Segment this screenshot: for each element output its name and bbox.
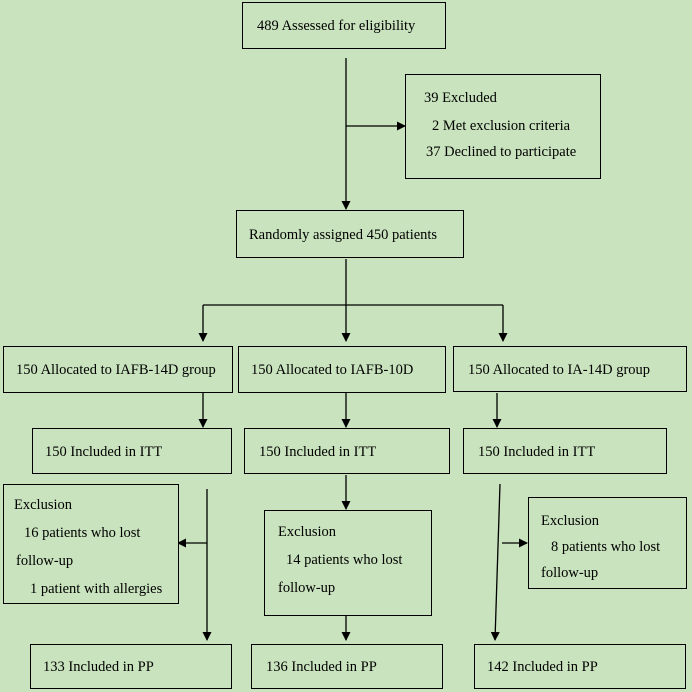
group-1-itt-text: 150 Included in ITT bbox=[45, 444, 163, 460]
group-1-itt-box: 150 Included in ITT bbox=[32, 428, 232, 474]
arrow-group-3-to-pp bbox=[490, 483, 501, 641]
assessed-text: 489 Assessed for eligibility bbox=[257, 18, 416, 34]
assessed-box: 489 Assessed for eligibility bbox=[242, 2, 446, 49]
group-2-pp-box: 136 Included in PP bbox=[251, 644, 443, 689]
group-1-exclusion-line-3: 1 patient with allergies bbox=[30, 581, 163, 597]
excluded-reason-1: 2 Met exclusion criteria bbox=[432, 118, 571, 134]
group-2-itt-box: 150 Included in ITT bbox=[244, 428, 450, 474]
group-1-allocated-box: 150 Allocated to IAFB-14D group bbox=[3, 346, 233, 393]
group-3-exclusion-box: Exclusion 8 patients who lost follow-up bbox=[528, 497, 687, 589]
group-1-exclusion-box: Exclusion 16 patients who lost follow-up… bbox=[3, 484, 179, 604]
group-2-exclusion-line-1: 14 patients who lost bbox=[286, 552, 403, 568]
group-3-pp-text: 142 Included in PP bbox=[487, 659, 598, 675]
group-2-exclusion-box: Exclusion 14 patients who lost follow-up bbox=[264, 510, 432, 616]
group-3-allocated-box: 150 Allocated to IA-14D group bbox=[453, 346, 687, 392]
excluded-reason-2: 37 Declined to participate bbox=[426, 144, 577, 160]
group-3-exclusion-line-2: follow-up bbox=[541, 565, 599, 581]
group-1-exclusion-line-2: follow-up bbox=[16, 553, 74, 569]
group-3-itt-text: 150 Included in ITT bbox=[478, 444, 596, 460]
group-2-exclusion-title: Exclusion bbox=[278, 524, 336, 540]
group-1-exclusion-title: Exclusion bbox=[14, 497, 72, 513]
group-1-pp-box: 133 Included in PP bbox=[30, 644, 232, 689]
group-2-pp-text: 136 Included in PP bbox=[266, 659, 377, 675]
group-3-exclusion-title: Exclusion bbox=[541, 513, 599, 529]
group-2-exclusion-line-2: follow-up bbox=[278, 580, 336, 596]
group-3-exclusion-line-1: 8 patients who lost bbox=[551, 539, 661, 555]
randomized-box: Randomly assigned 450 patients bbox=[236, 210, 464, 258]
group-3-allocated-text: 150 Allocated to IA-14D group bbox=[468, 362, 651, 378]
group-1-exclusion-line-1: 16 patients who lost bbox=[24, 525, 141, 541]
excluded-box: 39 Excluded 2 Met exclusion criteria 37 … bbox=[405, 74, 601, 179]
group-1-allocated-text: 150 Allocated to IAFB-14D group bbox=[16, 362, 216, 378]
group-1-pp-text: 133 Included in PP bbox=[43, 659, 154, 675]
group-2-allocated-text: 150 Allocated to IAFB-10D bbox=[251, 362, 414, 378]
randomized-text: Randomly assigned 450 patients bbox=[249, 227, 438, 243]
group-2-itt-text: 150 Included in ITT bbox=[259, 444, 377, 460]
group-2-allocated-box: 150 Allocated to IAFB-10D bbox=[238, 346, 446, 393]
excluded-title: 39 Excluded bbox=[424, 90, 497, 106]
group-3-itt-box: 150 Included in ITT bbox=[463, 428, 667, 474]
group-3-pp-box: 142 Included in PP bbox=[474, 644, 686, 689]
